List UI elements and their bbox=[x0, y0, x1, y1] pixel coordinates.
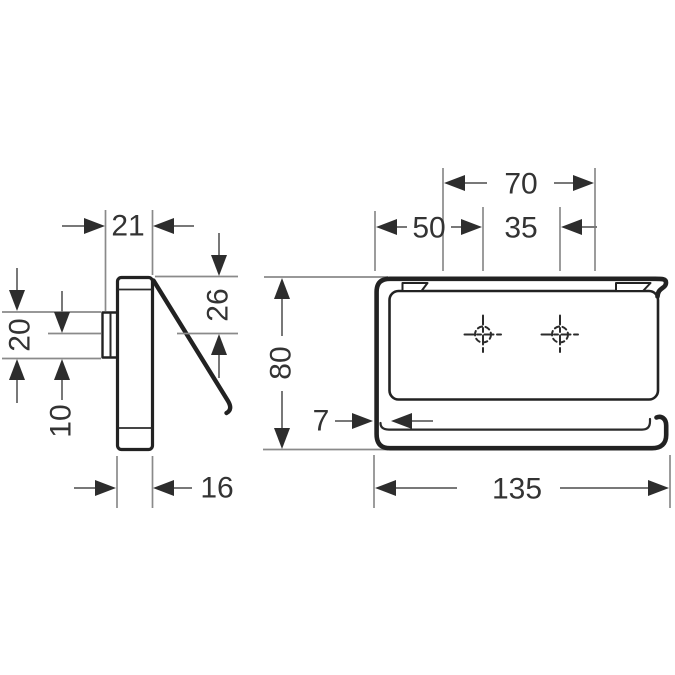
dim-label-arm-drop: 26 bbox=[202, 288, 235, 321]
arrowhead-left bbox=[444, 175, 465, 191]
arrowhead-left bbox=[375, 480, 396, 496]
arrowhead-right bbox=[95, 480, 116, 496]
arrowhead-right bbox=[648, 480, 669, 496]
side-view: 21 20 10 26 bbox=[2, 210, 238, 508]
side-holder-arm bbox=[151, 278, 233, 416]
front-view: 70 50 35 80 bbox=[263, 168, 671, 508]
arrowhead-right bbox=[461, 219, 482, 235]
dim-front-plate-inset: 7 bbox=[313, 405, 433, 438]
arrowhead-down bbox=[211, 255, 227, 276]
arrowhead-up bbox=[274, 278, 290, 299]
arrowhead-down bbox=[9, 290, 25, 311]
front-outer-strap bbox=[374, 276, 669, 451]
front-right-spring-tab bbox=[615, 282, 652, 292]
screw-hole-marker bbox=[463, 314, 503, 356]
dim-label-height: 80 bbox=[265, 346, 298, 379]
dim-front-height: 80 bbox=[265, 278, 298, 449]
dim-label-total-width: 135 bbox=[492, 473, 542, 506]
dim-front-hole-spacing: 35 bbox=[504, 207, 597, 271]
arrowhead-left bbox=[153, 218, 174, 234]
arrowhead-left bbox=[391, 413, 412, 429]
dim-label-plate-inset: 7 bbox=[313, 405, 330, 438]
dim-side-hole-offset: 10 bbox=[45, 291, 78, 438]
dim-front-inner-span: 70 bbox=[442, 168, 596, 271]
arrowhead-up bbox=[9, 359, 25, 380]
arrowhead-right bbox=[573, 175, 594, 191]
arrowhead-left bbox=[153, 480, 174, 496]
dim-side-total-depth: 21 bbox=[62, 210, 194, 311]
front-left-spring-tab bbox=[401, 282, 429, 292]
dim-label-plate-depth: 16 bbox=[200, 472, 233, 505]
dim-label-hole-offset: 10 bbox=[45, 404, 78, 437]
arrowhead-left bbox=[376, 219, 397, 235]
arrowhead-up bbox=[54, 359, 70, 380]
dim-label-mount-block-height: 20 bbox=[4, 318, 37, 351]
arrowhead-down bbox=[274, 428, 290, 449]
arrowhead-up bbox=[211, 334, 227, 355]
dim-label-total-depth: 21 bbox=[111, 210, 144, 243]
side-wall-plate bbox=[115, 275, 155, 452]
dim-label-inner-span: 70 bbox=[504, 168, 537, 201]
arrowhead-right bbox=[352, 413, 373, 429]
dim-label-edge-to-hole: 50 bbox=[412, 212, 445, 245]
dim-side-arm-drop: 26 bbox=[155, 233, 238, 378]
front-roll-bar-top-edge bbox=[379, 417, 652, 431]
dim-front-edge-to-hole: 50 bbox=[374, 207, 484, 271]
arrowhead-left bbox=[561, 219, 582, 235]
screw-hole-marker bbox=[540, 314, 580, 356]
arrowhead-down bbox=[54, 312, 70, 333]
front-back-plate bbox=[388, 289, 660, 401]
dim-front-total-width: 135 bbox=[373, 455, 671, 508]
dim-label-hole-spacing: 35 bbox=[504, 212, 537, 245]
arrowhead-right bbox=[84, 218, 105, 234]
dim-side-mount-block-height: 20 bbox=[2, 268, 101, 403]
dim-side-plate-depth: 16 bbox=[74, 456, 234, 508]
